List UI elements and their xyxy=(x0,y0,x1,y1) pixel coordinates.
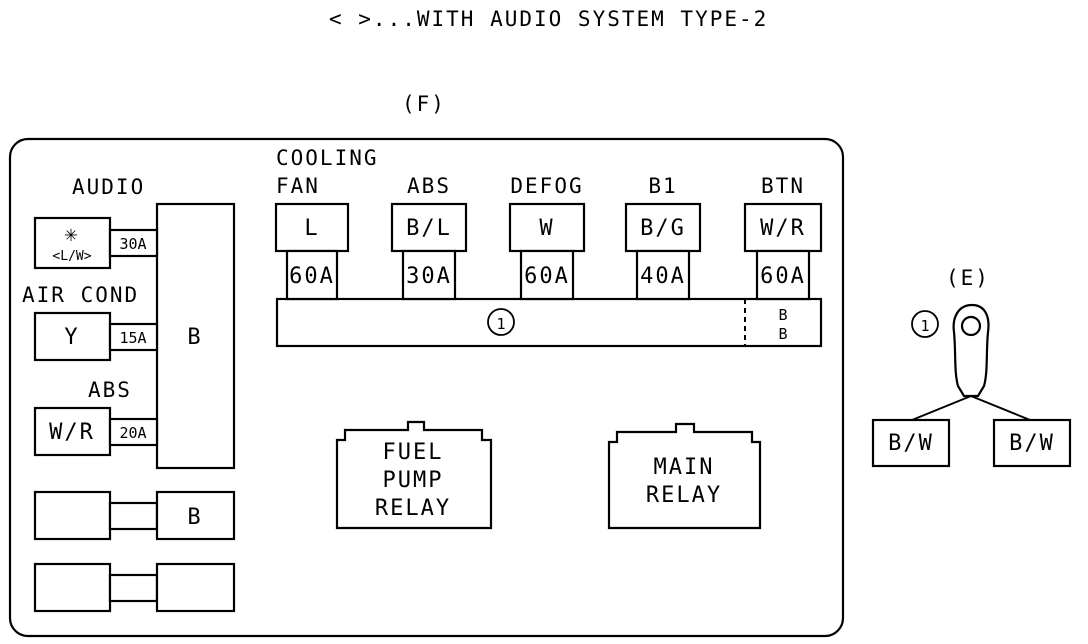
block-f-label: (F) xyxy=(402,92,446,116)
wire-abs-left: W/R xyxy=(49,420,95,445)
wire-btn: W/R xyxy=(760,216,806,241)
fuse-b1 xyxy=(635,249,691,301)
fuse-title-air-cond: AIR COND xyxy=(22,283,139,307)
wire-air-cond: Y xyxy=(64,325,79,350)
left-bus-bar xyxy=(155,202,236,470)
bus-marker-circle xyxy=(487,308,515,336)
terminal-wire-right xyxy=(970,395,1031,421)
fuse-title-cooling: COOLING xyxy=(276,146,379,170)
main-relay xyxy=(607,422,762,530)
connector-defog xyxy=(508,202,586,253)
connector-lower-1-right xyxy=(155,490,236,541)
link-lower-2 xyxy=(108,573,159,603)
bus-marker: 1 xyxy=(496,315,505,333)
asterisk-icon: ✳ xyxy=(64,222,79,247)
fuse-cooling-fan xyxy=(285,249,339,301)
fuse-amp-audio: 30A xyxy=(119,235,146,253)
wire-defog: W xyxy=(539,216,554,241)
fuse-amp-abs-top: 30A xyxy=(406,264,452,289)
fuse-title-audio: AUDIO xyxy=(72,175,145,199)
terminal-wire-left xyxy=(911,395,972,421)
connector-lower-2-right xyxy=(155,562,236,613)
bus-end-b2: B xyxy=(778,325,787,343)
fuse-abs-top xyxy=(401,249,457,301)
terminal-wire-right-label: B/W xyxy=(1009,431,1055,456)
fuse-defog xyxy=(519,249,575,301)
wire-b1: B/G xyxy=(640,216,686,241)
fuel-pump-relay-line1: FUEL xyxy=(383,440,444,465)
fuel-pump-relay xyxy=(335,420,493,530)
fuse-title-b1: B1 xyxy=(648,174,677,198)
fuel-pump-relay-line2: PUMP xyxy=(383,468,444,493)
fuse-audio xyxy=(108,228,159,258)
link-lower-1 xyxy=(108,501,159,531)
connector-b1 xyxy=(624,202,702,253)
connector-abs-left xyxy=(33,406,112,457)
left-bus-wire: B xyxy=(187,325,202,350)
terminal-connector-left xyxy=(871,418,951,468)
fuse-abs-left xyxy=(108,417,159,447)
main-relay-line2: RELAY xyxy=(646,483,722,508)
wire-audio: <L/W> xyxy=(52,249,91,264)
wire-cooling-fan: L xyxy=(304,216,319,241)
connector-audio xyxy=(33,216,112,270)
terminal-wire-left-label: B/W xyxy=(888,431,934,456)
wire-abs-top: B/L xyxy=(406,216,452,241)
fuse-amp-cooling-fan: 60A xyxy=(289,264,335,289)
fuse-title-fan: FAN xyxy=(276,174,320,198)
terminal-e-label: (E) xyxy=(946,266,990,290)
connector-lower-1 xyxy=(33,490,112,541)
legend-text: < >...WITH AUDIO SYSTEM TYPE-2 xyxy=(329,7,768,31)
fuse-amp-b1: 40A xyxy=(640,264,686,289)
fuel-pump-relay-line3: RELAY xyxy=(375,496,451,521)
fuse-amp-btn: 60A xyxy=(760,264,806,289)
bus-end-b1: B xyxy=(778,306,787,324)
terminal-connector-right xyxy=(992,418,1072,468)
connector-btn xyxy=(743,202,823,253)
fuse-amp-abs-left: 20A xyxy=(119,424,146,442)
fuse-amp-air-cond: 15A xyxy=(119,329,146,347)
fuse-title-abs-top: ABS xyxy=(407,174,451,198)
connector-cooling-fan xyxy=(274,202,350,253)
connector-lower-2 xyxy=(33,562,112,613)
terminal-marker: 1 xyxy=(920,317,929,335)
lower-box-wire: B xyxy=(187,505,202,530)
fuse-btn xyxy=(755,249,811,301)
fuse-title-btn: BTN xyxy=(761,174,805,198)
connector-air-cond xyxy=(33,311,112,362)
terminal-marker-circle xyxy=(911,310,939,338)
fuse-amp-defog: 60A xyxy=(524,264,570,289)
main-relay-line1: MAIN xyxy=(654,455,715,480)
fuse-title-abs-left: ABS xyxy=(88,378,132,402)
ring-terminal-hole xyxy=(960,315,982,337)
fuse-title-defog: DEFOG xyxy=(510,174,583,198)
horizontal-bus-bar xyxy=(275,297,823,348)
fuse-air-cond xyxy=(108,322,159,352)
